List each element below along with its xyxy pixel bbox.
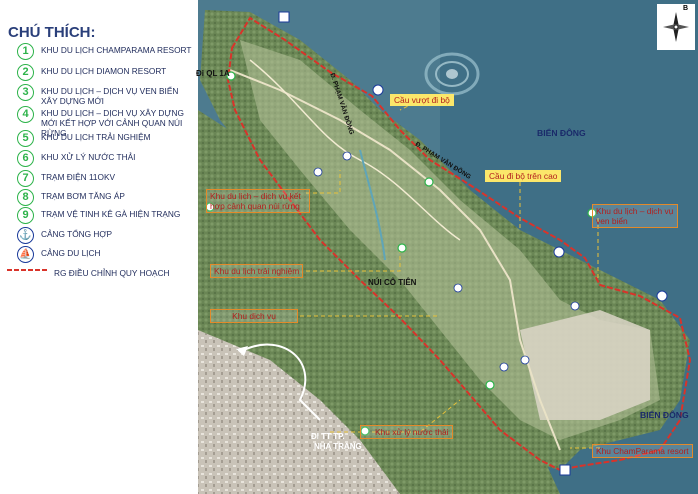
legend-item-4: 4 KHU DU LỊCH – DỊCH VỤ XÂY DỰNG MỚI KẾT… xyxy=(17,106,197,138)
boat-icon: ⛵ xyxy=(17,246,34,263)
anchor-icon: ⚓ xyxy=(17,227,34,244)
legend-number: 4 xyxy=(17,106,34,123)
legend-label: KHU DU LỊCH – DỊCH VỤ XÂY DỰNG MỚI KẾT H… xyxy=(41,108,184,138)
label-kdl-ven-bien: Khu du lịch – dịch vụ ven biển xyxy=(592,204,678,228)
label-kdl-canh-quan: Khu du lịch – dịch vụ kết hợp cảnh quan … xyxy=(206,189,310,213)
label-kdl-trai-nghiem: Khu du lịch trải nghiệm xyxy=(210,264,304,278)
legend-item-1: 1 KHU DU LỊCH CHAMPARAMA RESORT xyxy=(17,43,197,60)
label-nui-co-tien: NÚI CÔ TIÊN xyxy=(368,278,417,287)
legend-label: TRẠM VỆ TINH KÊ GÀ HIỆN TRẠNG xyxy=(41,209,181,219)
label-khu-xu-ly: Khu xử lý nước thải xyxy=(360,425,453,439)
compass-rose-icon xyxy=(663,12,689,42)
label-di-ql1a: Đi QL 1A xyxy=(196,69,230,78)
legend-label: KHU DU LỊCH CHAMPARAMA RESORT xyxy=(41,45,192,55)
label-bien-dong-1: BIỂN ĐÔNG xyxy=(537,128,586,138)
legend-item-port-main: ⚓ CẢNG TỔNG HỢP xyxy=(17,227,197,244)
legend-number: 6 xyxy=(17,150,34,167)
legend-label: CẢNG DU LỊCH xyxy=(41,248,101,258)
legend-item-8: 8 TRẠM BƠM TĂNG ÁP xyxy=(17,189,197,206)
legend-panel: CHÚ THÍCH: 1 KHU DU LỊCH CHAMPARAMA RESO… xyxy=(0,0,198,494)
legend-item-3: 3 KHU DU LỊCH – DỊCH VỤ VEN BIỂN XÂY DỰN… xyxy=(17,84,197,106)
legend-label: KHU XỬ LÝ NƯỚC THẢI xyxy=(41,152,136,162)
label-cau-di-bo: Cầu đi bộ trên cao xyxy=(485,170,562,182)
legend-item-boundary: RG ĐIỀU CHỈNH QUY HOẠCH xyxy=(7,266,197,278)
legend-item-6: 6 KHU XỬ LÝ NƯỚC THẢI xyxy=(17,150,197,167)
boundary-line-icon xyxy=(7,269,47,271)
compass-north-letter: B xyxy=(683,5,689,12)
label-nha-trang: NHA TRANG xyxy=(314,442,362,451)
legend-item-2: 2 KHU DU LỊCH DIAMON RESORT xyxy=(17,64,197,81)
legend-label: KHU DU LỊCH – DỊCH VỤ VEN BIỂN XÂY DỰNG … xyxy=(41,86,179,106)
planning-boundary xyxy=(226,16,692,472)
label-cau-vuot: Cầu vượt đi bộ xyxy=(390,94,454,106)
compass: B xyxy=(657,4,695,50)
legend-item-port-tourism: ⛵ CẢNG DU LỊCH xyxy=(17,246,197,263)
legend-number: 5 xyxy=(17,130,34,147)
legend-label: CẢNG TỔNG HỢP xyxy=(41,229,113,239)
legend-number: 2 xyxy=(17,64,34,81)
legend-number: 1 xyxy=(17,43,34,60)
legend-label: KHU DU LỊCH DIAMON RESORT xyxy=(41,66,167,76)
legend-item-9: 9 TRẠM VỆ TINH KÊ GÀ HIỆN TRẠNG xyxy=(17,207,197,224)
legend-number: 3 xyxy=(17,84,34,101)
legend-number: 9 xyxy=(17,207,34,224)
legend-label: KHU DU LỊCH TRẢI NGHIỆM xyxy=(41,132,151,142)
label-bien-dong-2: BIỂN ĐÔNG xyxy=(640,410,689,420)
legend-number: 7 xyxy=(17,170,34,187)
legend-label: TRẠM ĐIỆN 11OKV xyxy=(41,172,116,182)
legend-item-7: 7 TRẠM ĐIỆN 11OKV xyxy=(17,170,197,187)
legend-number: 8 xyxy=(17,189,34,206)
legend-item-5: 5 KHU DU LỊCH TRẢI NGHIỆM xyxy=(17,130,197,147)
legend-label: RG ĐIỀU CHỈNH QUY HOẠCH xyxy=(54,268,170,278)
legend-title: CHÚ THÍCH: xyxy=(8,24,96,41)
label-champarama: Khu ChamParama resort xyxy=(592,444,693,458)
label-khu-dich-vu: Khu dịch vụ xyxy=(210,309,298,323)
legend-label: TRẠM BƠM TĂNG ÁP xyxy=(41,191,125,201)
label-di-tt: ĐI TT TP. xyxy=(311,432,345,441)
